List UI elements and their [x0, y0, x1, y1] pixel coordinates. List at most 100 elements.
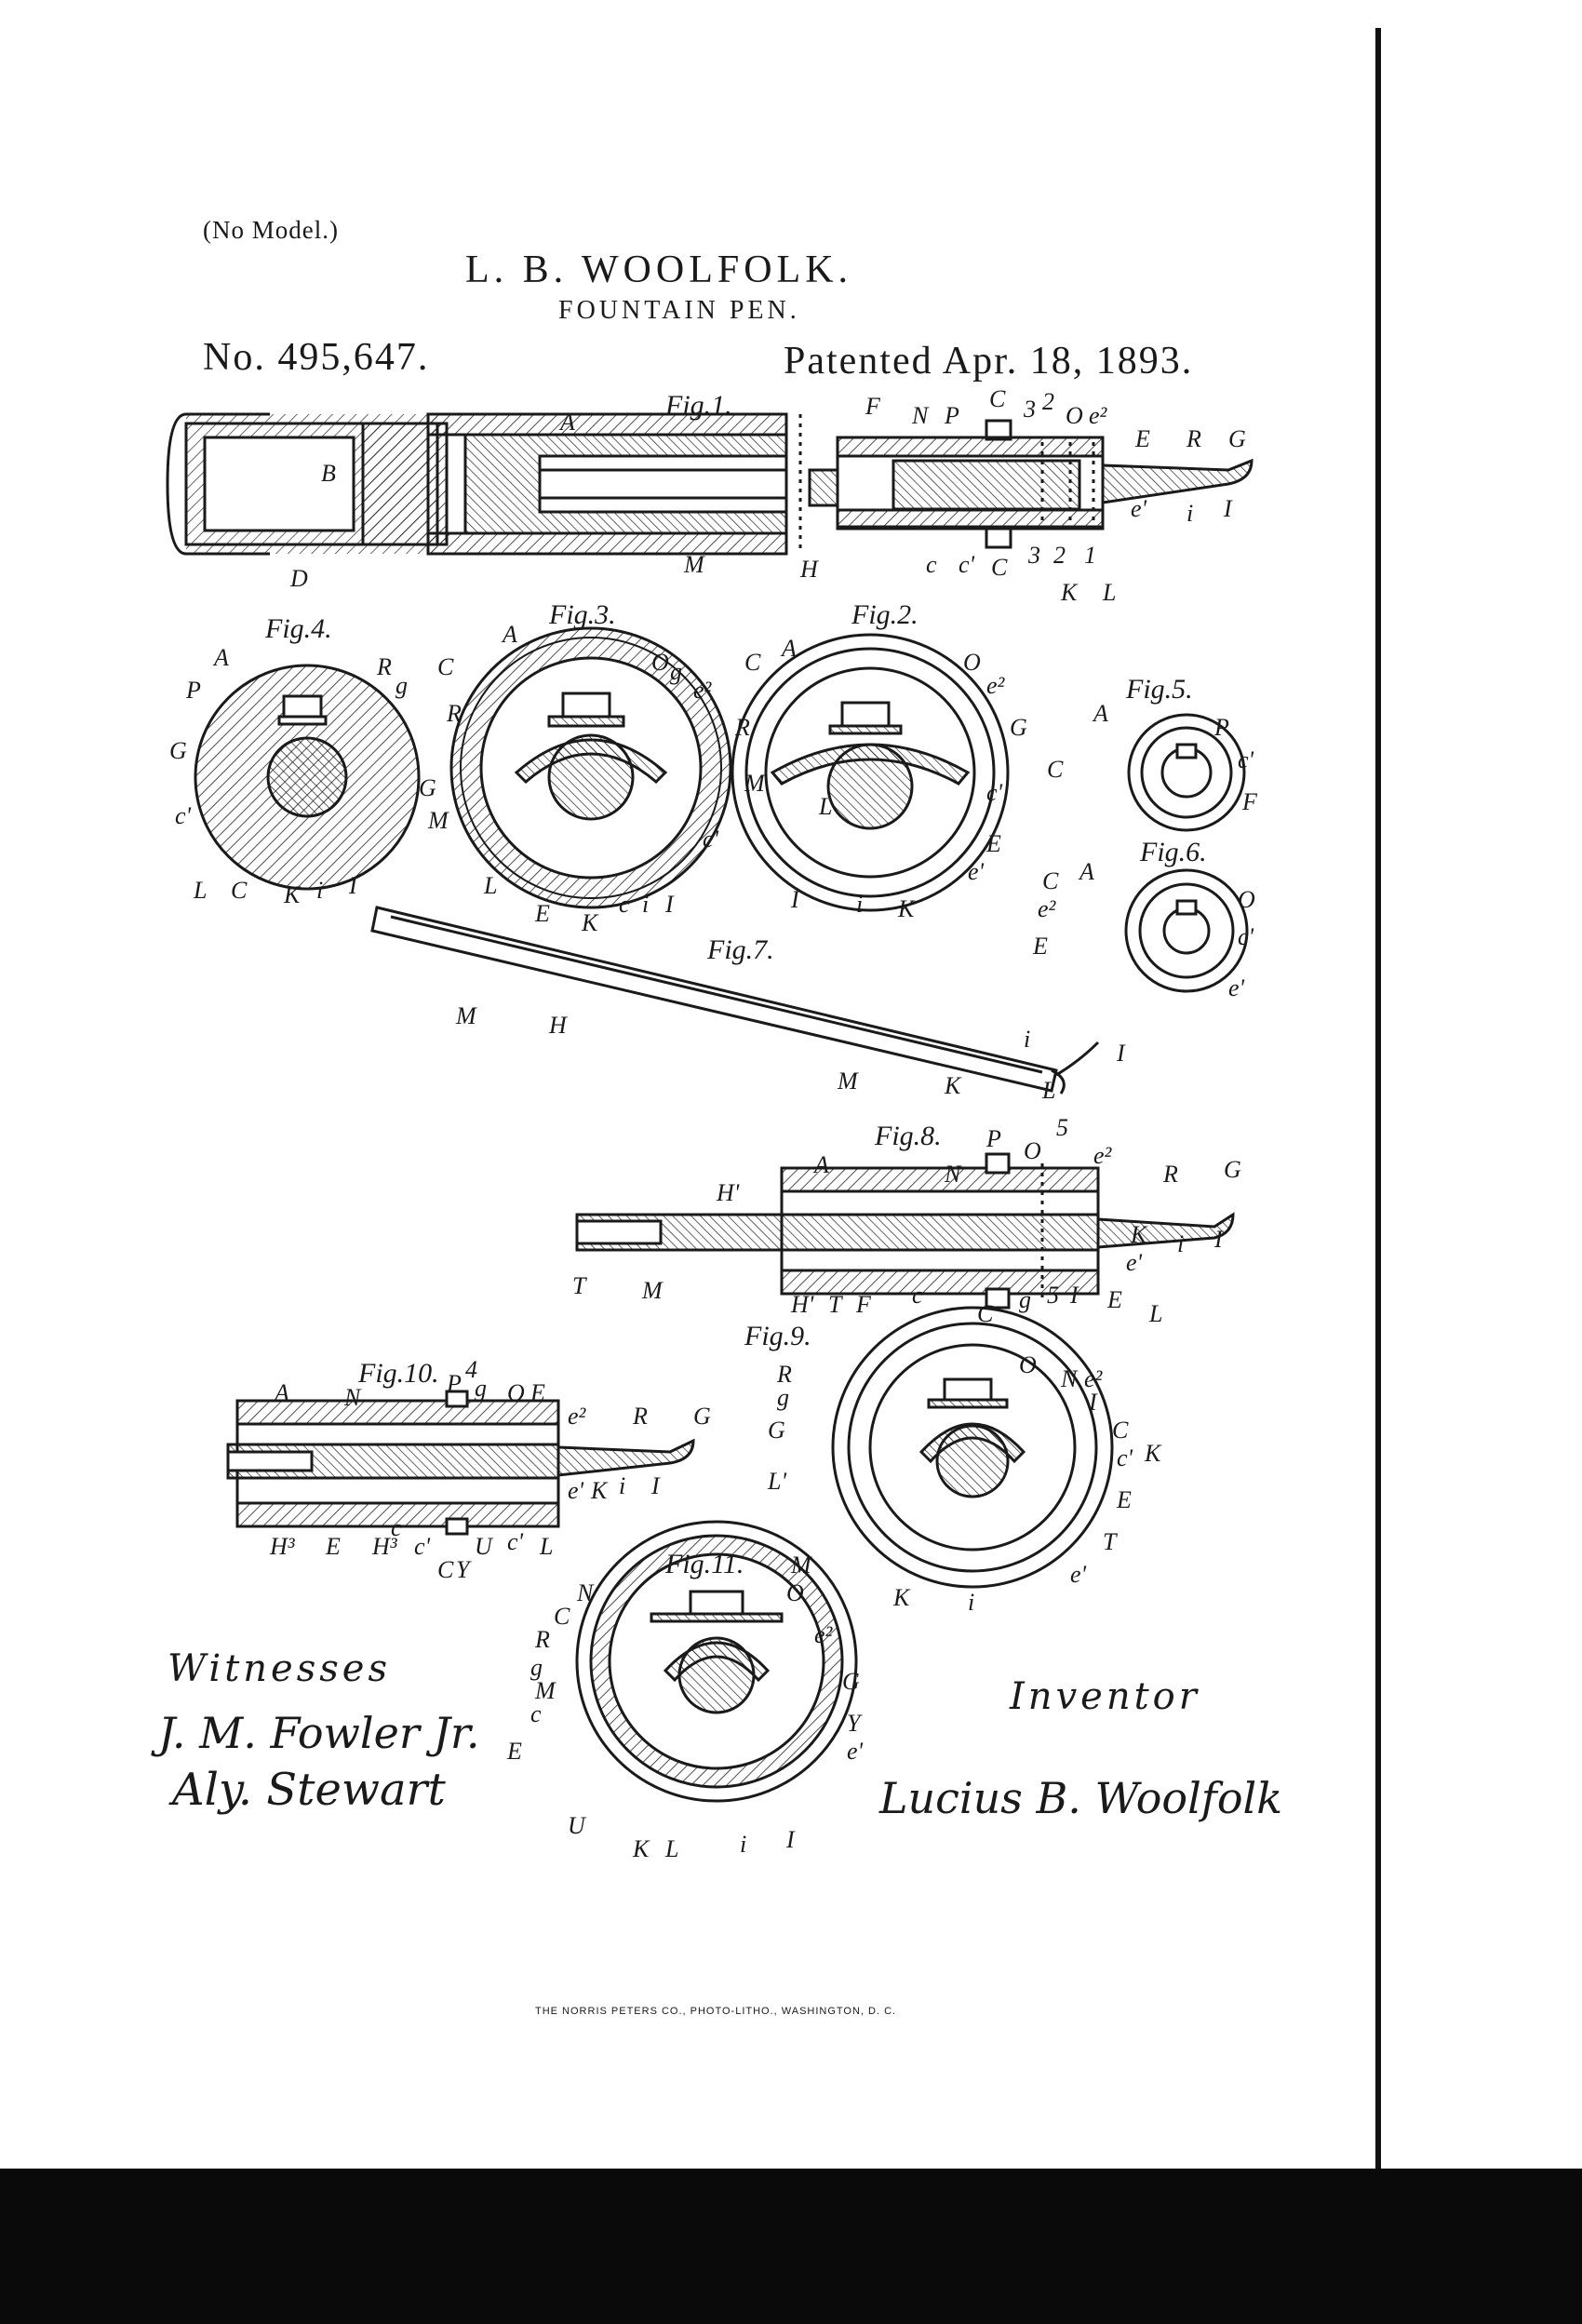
ref-g-fig3: g: [670, 658, 682, 685]
fig-10-label: Fig.10.: [357, 1358, 439, 1389]
ref-K-fig9: K: [892, 1584, 911, 1611]
ref-g-fig10: g: [475, 1375, 487, 1402]
ref-A-fig5: A: [1092, 700, 1108, 727]
ref-e2-fig3: e²: [693, 677, 713, 704]
ref-g-fig4: g: [396, 672, 408, 699]
ref-E-fig10: E: [530, 1379, 545, 1406]
ref-K-fig9: K: [1144, 1440, 1162, 1467]
figure-2-drawing: [731, 633, 1010, 912]
ref-H-prime-fig8: H': [716, 1179, 740, 1206]
ref-M-fig7b: M: [837, 1068, 859, 1095]
ref-G-fig2: G: [1010, 714, 1027, 741]
ref-i-fig8: i: [1177, 1230, 1184, 1257]
ref-L-fig7: L: [1041, 1077, 1055, 1104]
ref-M-fig8: M: [641, 1277, 664, 1304]
ref-c-prime-fig5: c': [1238, 746, 1254, 773]
fig-1-label: Fig.1.: [664, 390, 732, 421]
ref-c-prime-fig4: c': [175, 802, 192, 829]
fig-3-label: Fig.3.: [548, 599, 616, 630]
fig-6-label: Fig.6.: [1139, 837, 1207, 867]
ref-K-fig3: K: [581, 909, 599, 936]
ref-R-fig9: R: [776, 1361, 792, 1388]
ref-e2-fig11: e²: [814, 1621, 834, 1648]
ref-n4-fig10: 4: [465, 1356, 477, 1383]
ref-K-fig7: K: [944, 1072, 962, 1099]
ref-G-fig8: G: [1224, 1156, 1241, 1183]
ref-N-fig8: N: [944, 1161, 962, 1188]
ref-B: B: [321, 460, 336, 487]
ref-A-fig6: A: [1078, 858, 1094, 885]
inventor-signature: Lucius B. Woolfolk: [879, 1773, 1283, 1823]
ref-K-fig4: K: [283, 881, 302, 908]
ref-O-fig11: O: [786, 1579, 804, 1606]
inventor-name: L. B. WOOLFOLK.: [465, 249, 853, 291]
ref-U-fig10: U: [475, 1533, 494, 1560]
ref-e2-fig8: e²: [1093, 1142, 1113, 1169]
ref-A-fig4: A: [212, 644, 229, 671]
ref-e2-fig2: e²: [986, 672, 1006, 699]
ref-P: P: [944, 402, 959, 429]
ref-C-fig6: C: [1042, 867, 1059, 894]
ref-G: G: [1228, 425, 1246, 452]
ref-i-fig3: i: [642, 891, 649, 918]
ref-Y-fig10: Y: [456, 1556, 472, 1583]
ref-H3-fig10: H³: [269, 1533, 296, 1560]
ref-L-fig3: L: [483, 872, 497, 899]
figure-6-drawing: [1124, 868, 1249, 993]
ref-c-fig8: c: [912, 1282, 923, 1309]
ref-R: R: [1186, 425, 1201, 452]
figure-8-drawing: [575, 1152, 1235, 1310]
ref-M-fig3: M: [427, 807, 449, 834]
reference-letters: A B D M F N P C 3 2 O e² E R G H c c' C …: [169, 385, 1258, 1862]
ref-e-prime-fig6: e': [1228, 974, 1245, 1001]
ref-I-fig9: I: [1088, 1389, 1098, 1416]
ref-T-fig8b: T: [828, 1291, 843, 1318]
patent-date: Patented Apr. 18, 1893.: [784, 340, 1194, 383]
ref-O-fig9: O: [1019, 1351, 1037, 1378]
ref-I-fig8: I: [1213, 1226, 1224, 1253]
ref-C: C: [989, 385, 1006, 412]
ref-H: H: [799, 556, 819, 583]
ref-M: M: [683, 551, 705, 578]
ref-I: I: [1223, 495, 1233, 522]
ref-i: i: [1186, 500, 1193, 527]
ref-L: L: [1102, 579, 1116, 606]
ref-N-fig10: N: [343, 1384, 362, 1411]
ref-I-fig8b: I: [1069, 1282, 1079, 1309]
ref-e-prime-fig9: e': [1070, 1561, 1087, 1588]
ref-P-fig5: P: [1213, 714, 1229, 741]
ref-G-fig9: G: [768, 1417, 785, 1444]
ref-A-fig2: A: [780, 635, 797, 662]
ref-c-fig3: c: [619, 891, 630, 918]
patent-title: FOUNTAIN PEN.: [558, 296, 800, 325]
figure-3-drawing: [449, 626, 732, 909]
fig-11-label: Fig.11.: [664, 1549, 744, 1579]
ref-P-fig4: P: [185, 677, 201, 704]
witnesses-label: Witnesses: [168, 1647, 391, 1690]
ref-C-lower: C: [991, 554, 1008, 581]
ref-e2: e²: [1089, 402, 1108, 429]
ref-O: O: [1066, 402, 1083, 429]
ref-R-fig11: R: [534, 1626, 550, 1653]
ref-H-prime-fig8b: H': [790, 1291, 814, 1318]
ref-c-prime-fig6: c': [1238, 923, 1254, 950]
ref-G-fig3: G: [419, 774, 436, 801]
ref-g-fig9: g: [777, 1384, 789, 1411]
ref-c-prime-fig10: c': [414, 1533, 431, 1560]
ref-i-fig7: i: [1024, 1026, 1030, 1053]
ref-L-prime-fig9: L': [767, 1468, 786, 1495]
figure-10-drawing: [226, 1390, 695, 1536]
ref-I-fig4: I: [348, 872, 358, 899]
ref-E-fig11: E: [506, 1738, 522, 1765]
ref-L-fig8: L: [1148, 1300, 1162, 1327]
ref-C-fig4: C: [231, 877, 248, 904]
ref-C-fig5: C: [1047, 756, 1064, 783]
ref-E-fig10b: E: [325, 1533, 341, 1560]
ref-K-fig11: K: [632, 1835, 650, 1862]
ref-C-fig8: C: [977, 1300, 994, 1327]
ref-I-fig11: I: [785, 1826, 796, 1853]
ref-R-fig3: R: [446, 700, 462, 727]
ref-I-fig10: I: [650, 1472, 661, 1499]
ref-P-fig10: P: [446, 1370, 462, 1397]
ref-e-fig10: e': [568, 1477, 584, 1504]
